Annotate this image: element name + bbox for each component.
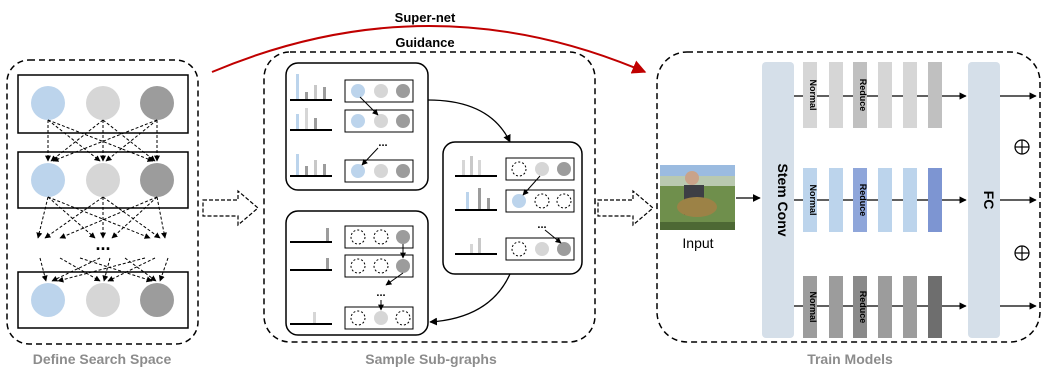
guidance-label-line1: Super-net (395, 10, 456, 25)
subgraph-b-ellipsis: ... (537, 219, 546, 231)
search-space-nodes (31, 86, 174, 317)
cycle-arrow-a-to-b (427, 99, 511, 143)
subgraph-a-ellipsis: ... (378, 137, 387, 149)
op-node (86, 283, 120, 317)
input-image (660, 165, 735, 230)
input-label: Input (682, 235, 713, 251)
subgraph-b-contents (455, 156, 575, 261)
subgraph-box-c (285, 210, 429, 336)
fc-label: FC (981, 191, 997, 210)
subgraph-box-a (285, 62, 429, 191)
stem-conv-block (762, 62, 794, 338)
reduce-label-row3: Reduce (858, 291, 868, 324)
train-models-panel (656, 51, 1041, 343)
sample-subgraphs-panel (263, 51, 596, 343)
op-node (31, 86, 65, 120)
op-node (31, 283, 65, 317)
subgraph-c-contents (290, 225, 414, 330)
search-space-ellipsis: ... (95, 234, 110, 254)
model-row-1 (794, 62, 967, 128)
circled-plus-icon (1014, 245, 1030, 261)
op-node (31, 163, 65, 197)
stage-caption-sample: Sample Sub-graphs (365, 351, 497, 367)
op-node (86, 163, 120, 197)
supernet-guidance-arrow (211, 25, 647, 74)
search-space-panel (6, 59, 199, 345)
hollow-right-arrow-icon (597, 189, 654, 227)
fc-block (968, 62, 1000, 338)
search-space-edges (36, 119, 169, 283)
subgraph-c-ellipsis: ... (376, 287, 385, 299)
subgraph-box-b (442, 141, 583, 275)
cycle-arrow-b-to-c (429, 273, 511, 326)
normal-label-row3: Normal (808, 291, 818, 322)
stage-caption-define: Define Search Space (33, 351, 172, 367)
layer-box-bottom (17, 271, 189, 329)
op-node (140, 283, 174, 317)
normal-label-row2: Normal (808, 184, 818, 215)
normal-label-row1: Normal (808, 79, 818, 110)
op-node (86, 86, 120, 120)
stage-caption-train: Train Models (807, 351, 893, 367)
hollow-right-arrow-icon (202, 189, 259, 227)
guidance-label-line2: Guidance (395, 35, 454, 50)
op-node (140, 86, 174, 120)
circled-plus-icon (1014, 139, 1030, 155)
reduce-label-row1: Reduce (858, 79, 868, 112)
model-row-2 (794, 168, 967, 232)
subgraph-a-contents (290, 74, 414, 183)
model-row-3 (794, 276, 967, 338)
stem-conv-label: Stem Conv (775, 163, 791, 236)
op-node (140, 163, 174, 197)
reduce-label-row2: Reduce (858, 184, 868, 217)
